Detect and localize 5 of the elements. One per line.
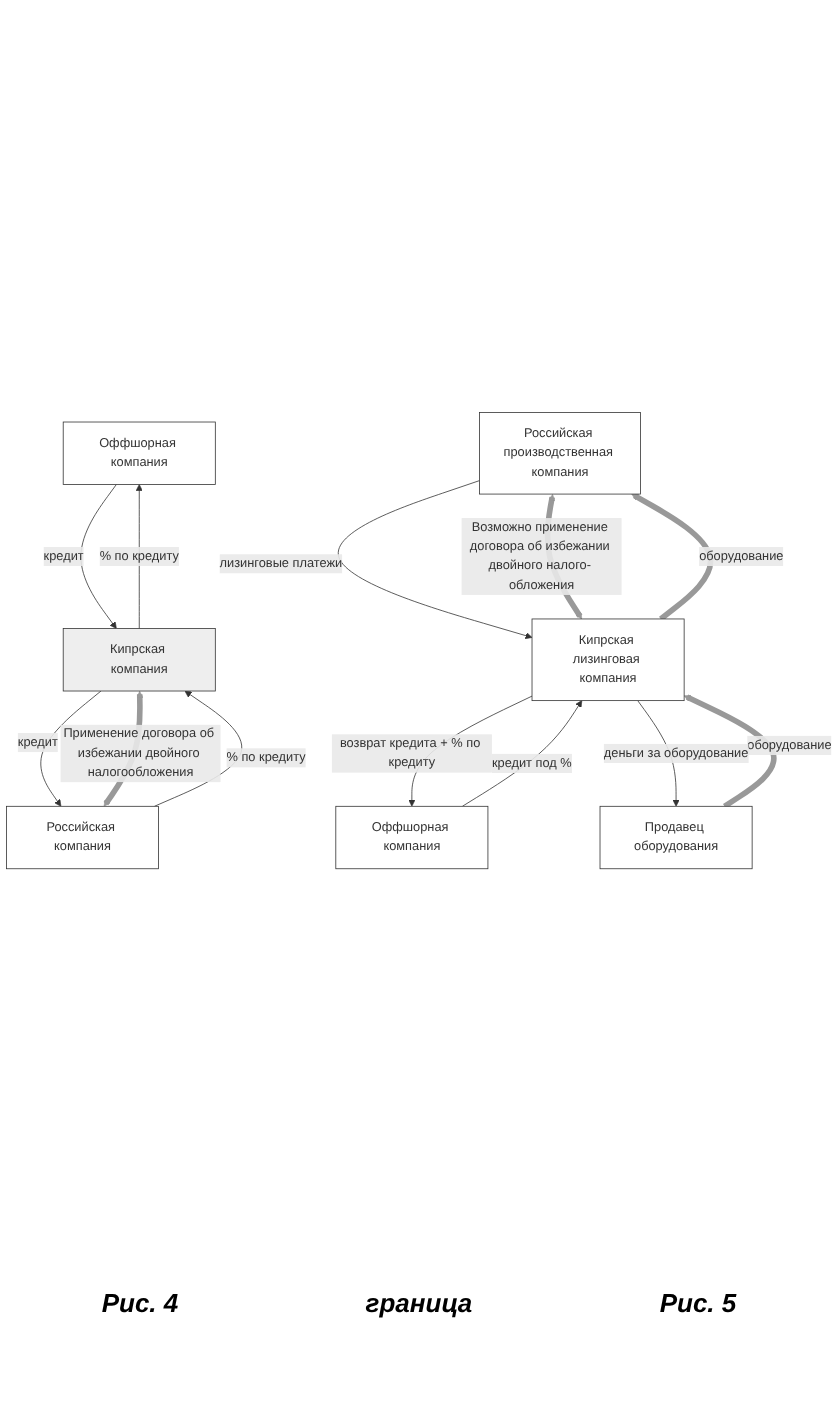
figure-label: Рис. 4 [101, 1288, 179, 1318]
figure-label: граница [365, 1288, 473, 1318]
arrow [683, 693, 777, 809]
figure-label: Рис. 5 [659, 1288, 737, 1318]
arrow [631, 492, 714, 621]
